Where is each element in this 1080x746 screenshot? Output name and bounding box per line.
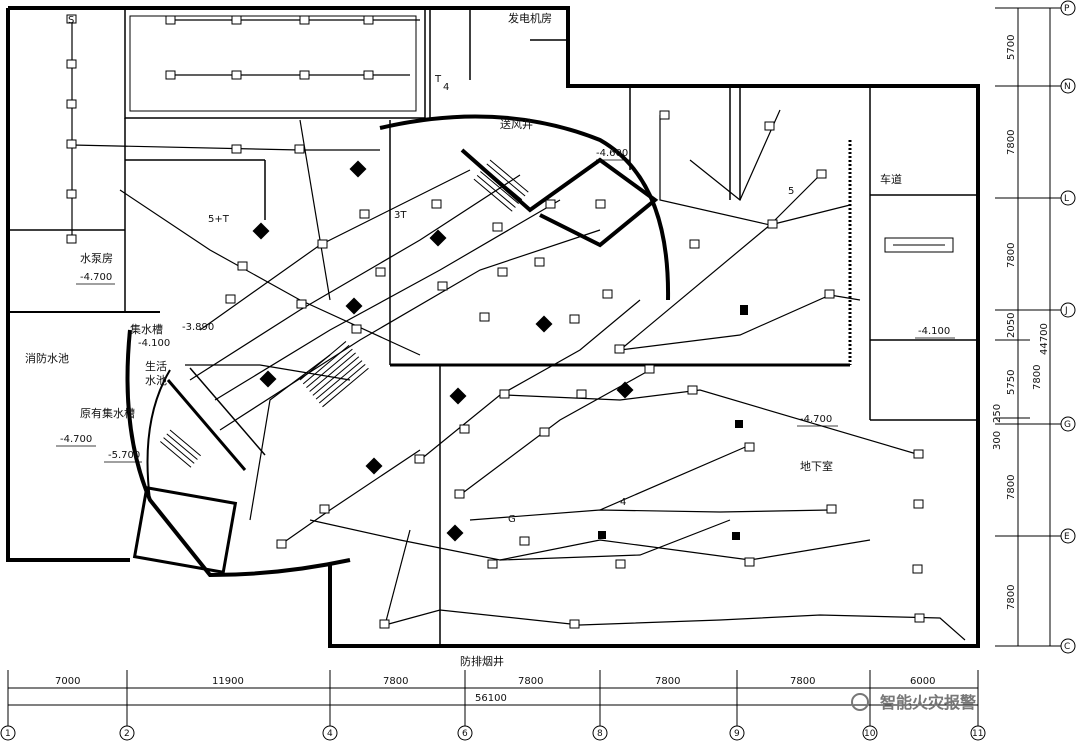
elevation-4: -4.100	[138, 338, 170, 349]
dim-right-4: 2050	[1006, 313, 1017, 338]
wire-label-3t: 3T	[394, 210, 407, 221]
stairs	[160, 159, 529, 468]
room-generator: 发电机房	[508, 11, 552, 25]
dim-right-1: 5700	[1006, 35, 1017, 60]
axis-right-l: L	[1064, 194, 1069, 204]
axis-right-j: J	[1064, 306, 1068, 316]
smoke-detectors	[66, 14, 925, 629]
core-walls	[125, 114, 671, 578]
dim-total-bottom: 56100	[475, 693, 507, 704]
room-smoke-shaft: 防排烟井	[460, 654, 504, 668]
wire-label-s: S	[68, 15, 74, 26]
watermark: 智能火灾报警	[851, 693, 976, 712]
axis-right-g: G	[1064, 420, 1071, 430]
elevation-1: -4.600	[596, 148, 628, 159]
axis-bottom-5: 8	[597, 729, 603, 739]
axis-bottom-6: 9	[734, 729, 740, 739]
room-fire-pool: 消防水池	[25, 351, 69, 365]
inner-partitions	[8, 7, 978, 646]
room-pump: 水泵房	[80, 252, 113, 265]
axis-bottom-3: 4	[327, 729, 333, 739]
dim-right-5: 5750	[1006, 370, 1017, 395]
wire-label-g: G	[508, 514, 516, 525]
dim-bottom-7: 6000	[910, 676, 935, 687]
elevation-8: -5.700	[108, 450, 140, 461]
wire-label-t4: 4	[443, 82, 449, 93]
dim-bottom-3: 7800	[383, 676, 408, 687]
dim-right-9: 7800	[1006, 585, 1017, 610]
dim-right-6: 250	[992, 404, 1003, 423]
outer-walls	[6, 6, 980, 648]
dim-right-2: 7800	[1006, 130, 1017, 155]
right-dimensions	[995, 7, 1062, 647]
dim-bottom-1: 7000	[55, 676, 80, 687]
axis-bottom-1: 1	[5, 729, 11, 739]
room-basement: 地下室	[800, 459, 833, 473]
wire-label-5: 5	[788, 186, 794, 197]
axis-right-c: C	[1064, 642, 1070, 652]
watermark-text: 智能火灾报警	[880, 693, 976, 712]
alarm-devices	[252, 160, 748, 542]
axis-right-p: P	[1064, 4, 1070, 14]
dim-bottom-4: 7800	[518, 676, 543, 687]
wechat-icon	[851, 693, 869, 711]
axis-bottom-2: 2	[124, 729, 130, 739]
elevation-2: -4.700	[80, 272, 112, 283]
axis-bottom-7: 10	[864, 729, 876, 739]
wire-label-4: 4	[620, 497, 626, 508]
right-dim-labels: 5700 7800 7800 2050 5750 250 300 7800 78…	[992, 35, 1050, 610]
dim-right-8: 7800	[1006, 475, 1017, 500]
right-axis-markers	[1060, 0, 1076, 654]
dim-right-mid: 7800	[1032, 365, 1043, 390]
bottom-dimensions	[7, 670, 979, 730]
axis-bottom-4: 6	[462, 729, 468, 739]
elevation-3: -3.890	[182, 322, 214, 333]
axis-bottom-8: 11	[972, 729, 983, 739]
dim-bottom-6: 7800	[790, 676, 815, 687]
bottom-axis-markers	[0, 725, 986, 741]
elevation-7: -4.700	[60, 434, 92, 445]
room-domestic-tank-2: 水池	[145, 374, 167, 387]
axis-right-e: E	[1064, 532, 1070, 542]
elevation-6: -4.700	[800, 414, 832, 425]
dim-bottom-5: 7800	[655, 676, 680, 687]
room-original-sump: 原有集水槽	[80, 406, 135, 420]
room-domestic-tank-1: 生活	[145, 359, 167, 373]
dim-right-7: 300	[992, 431, 1003, 450]
wiring	[71, 19, 966, 641]
dim-total-right: 44700	[1039, 323, 1050, 355]
dim-bottom-2: 11900	[212, 676, 244, 687]
dim-right-3: 7800	[1006, 243, 1017, 268]
wire-label-t: T	[434, 74, 442, 85]
room-supply-air-shaft: 送风井	[500, 117, 533, 131]
room-road: 车道	[880, 172, 902, 186]
axis-right-n: N	[1064, 82, 1071, 92]
room-sump: 集水槽	[130, 322, 163, 336]
elevation-5: -4.100	[918, 326, 950, 337]
wire-label-5t: 5+T	[208, 214, 230, 225]
